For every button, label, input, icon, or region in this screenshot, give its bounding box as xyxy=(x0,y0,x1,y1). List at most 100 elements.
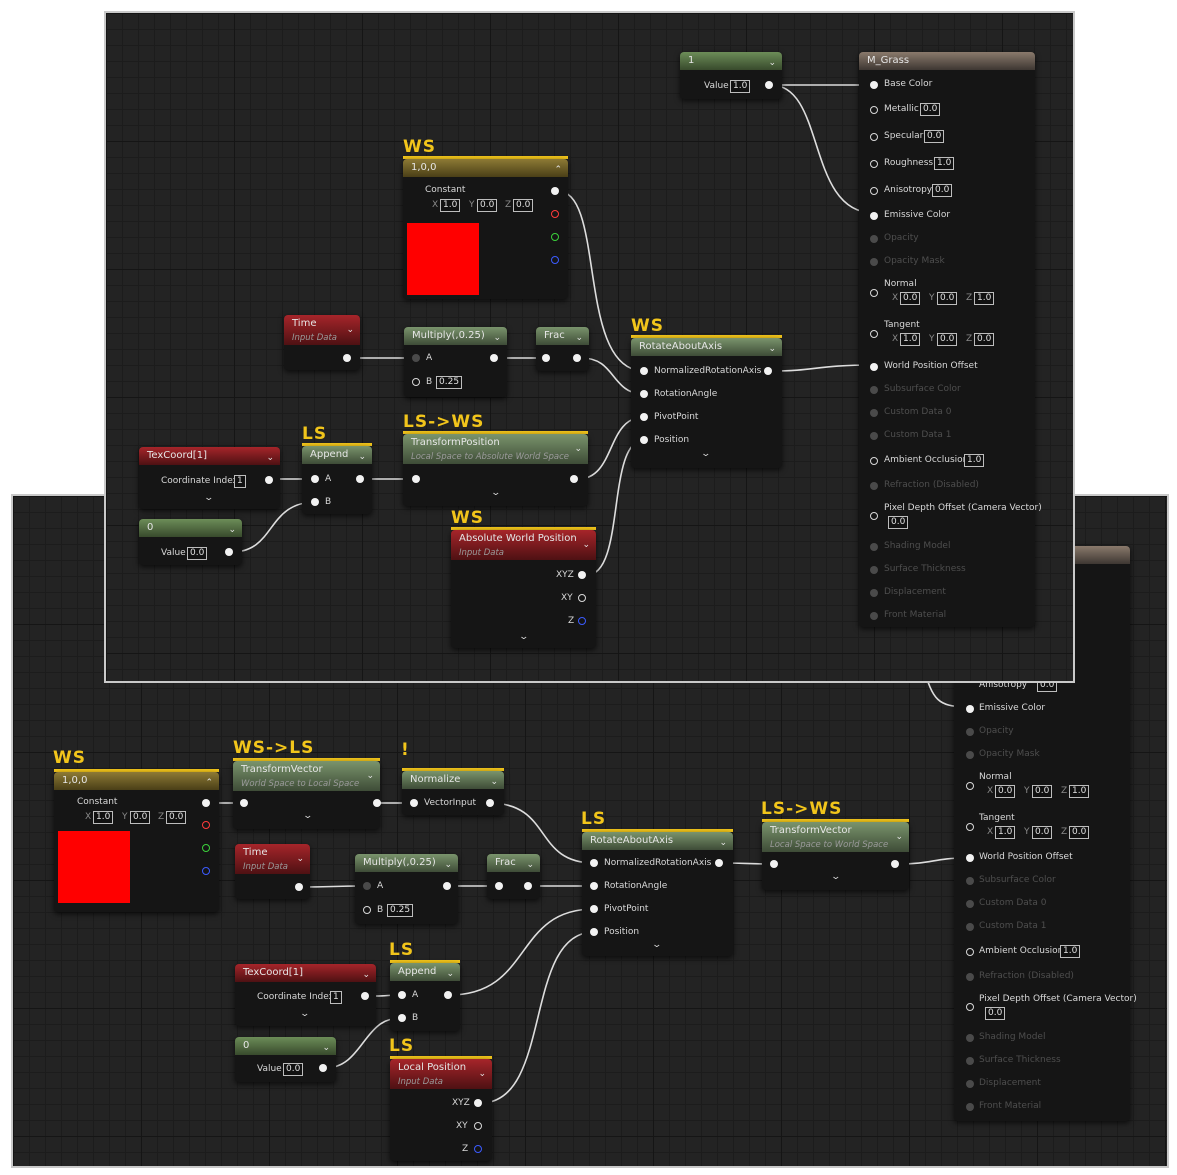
input-pin[interactable] xyxy=(870,212,878,220)
node-header[interactable]: TexCoord[1]⌄ xyxy=(139,447,280,465)
constant-vector-node[interactable]: 1,0,0⌃ Constant X 1.0 Y 0.0 Z 0.0 xyxy=(403,159,568,299)
output-pin[interactable] xyxy=(343,354,351,362)
node-header[interactable]: Append⌄ xyxy=(390,963,460,981)
input-pin[interactable] xyxy=(240,799,248,807)
output-pin-z[interactable] xyxy=(578,617,586,625)
coordinate-index-field[interactable]: 1 xyxy=(330,991,342,1004)
input-pin-b[interactable] xyxy=(311,498,319,506)
input-pin-a[interactable] xyxy=(311,475,319,483)
expand-chevron-icon[interactable]: ⌄ xyxy=(203,493,215,503)
b-value-field[interactable]: 0.25 xyxy=(436,376,463,389)
input-pin[interactable] xyxy=(966,1003,974,1011)
chevron-down-icon[interactable]: ⌄ xyxy=(768,344,776,354)
multiply-node[interactable]: Multiply(,0.25)⌄ A B 0.25 xyxy=(404,327,507,397)
chevron-down-icon[interactable]: ⌄ xyxy=(446,969,454,979)
output-pin[interactable] xyxy=(356,475,364,483)
input-pin[interactable] xyxy=(870,289,878,297)
y-field[interactable]: 0.0 xyxy=(130,811,151,824)
output-pin-xyz[interactable] xyxy=(474,1099,482,1107)
output-pin[interactable] xyxy=(490,354,498,362)
chevron-down-icon[interactable]: ⌄ xyxy=(490,777,498,787)
node-header[interactable]: 1,0,0⌃ xyxy=(403,159,568,177)
output-pin-b[interactable] xyxy=(202,867,210,875)
output-pin[interactable] xyxy=(891,860,899,868)
input-pin[interactable] xyxy=(966,782,974,790)
expand-chevron-icon[interactable]: ⌄ xyxy=(830,872,842,882)
chevron-down-icon[interactable]: ⌄ xyxy=(526,860,534,870)
input-pin-a[interactable] xyxy=(412,354,420,362)
expand-chevron-icon[interactable]: ⌄ xyxy=(700,449,712,459)
output-pin-xy[interactable] xyxy=(474,1122,482,1130)
chevron-down-icon[interactable]: ⌄ xyxy=(582,540,590,550)
z-field[interactable]: 0.0 xyxy=(513,199,534,212)
output-pin[interactable] xyxy=(295,883,303,891)
node-header[interactable]: M_Grass xyxy=(859,52,1035,70)
input-pin[interactable] xyxy=(590,928,598,936)
top-graph-panel[interactable]: 1⌄ Value 1.0 WS 1,0,0⌃ Constant X 1.0 Y … xyxy=(104,11,1075,683)
output-pin[interactable] xyxy=(373,799,381,807)
b-value-field[interactable]: 0.25 xyxy=(387,904,414,917)
chevron-down-icon[interactable]: ⌄ xyxy=(895,832,903,842)
input-pin[interactable] xyxy=(640,390,648,398)
input-pin[interactable] xyxy=(870,133,878,141)
output-pin-r[interactable] xyxy=(551,210,559,218)
output-pin-b[interactable] xyxy=(551,256,559,264)
input-pin-a[interactable] xyxy=(363,882,371,890)
normalize-node[interactable]: Normalize⌄ VectorInput xyxy=(402,771,504,815)
value-field[interactable]: 1.0 xyxy=(730,80,751,93)
chevron-down-icon[interactable]: ⌄ xyxy=(719,838,727,848)
output-pin[interactable] xyxy=(551,187,559,195)
constant-vector-node[interactable]: 1,0,0⌃ Constant X 1.0 Y 0.0 Z 0.0 xyxy=(54,772,219,912)
output-pin-g[interactable] xyxy=(202,844,210,852)
expand-chevron-icon[interactable]: ⌄ xyxy=(651,940,663,950)
node-header[interactable]: 1⌄ xyxy=(680,52,782,70)
input-pin[interactable] xyxy=(412,475,420,483)
node-header[interactable]: 0⌄ xyxy=(139,519,242,537)
output-pin[interactable] xyxy=(764,367,772,375)
node-header[interactable]: RotateAboutAxis⌄ xyxy=(631,338,782,356)
input-pin[interactable] xyxy=(870,81,878,89)
frac-node[interactable]: Frac⌄ xyxy=(536,327,589,371)
chevron-down-icon[interactable]: ⌄ xyxy=(362,970,370,980)
node-header[interactable]: Multiply(,0.25)⌄ xyxy=(404,327,507,345)
input-pin[interactable] xyxy=(770,860,778,868)
y-field[interactable]: 0.0 xyxy=(477,199,498,212)
output-pin[interactable] xyxy=(319,1064,327,1072)
chevron-up-icon[interactable]: ⌃ xyxy=(205,778,213,788)
chevron-down-icon[interactable]: ⌄ xyxy=(575,333,583,343)
node-header[interactable]: RotateAboutAxis⌄ xyxy=(582,832,733,850)
input-pin[interactable] xyxy=(870,160,878,168)
input-pin[interactable] xyxy=(590,905,598,913)
input-pin-a[interactable] xyxy=(398,991,406,999)
chevron-down-icon[interactable]: ⌄ xyxy=(346,325,354,335)
chevron-down-icon[interactable]: ⌄ xyxy=(574,444,582,454)
output-pin-r[interactable] xyxy=(202,821,210,829)
input-pin-b[interactable] xyxy=(363,906,371,914)
scalar-constant-node[interactable]: 0⌄ Value 0.0 xyxy=(139,519,242,565)
input-pin[interactable] xyxy=(410,799,418,807)
input-pin[interactable] xyxy=(966,948,974,956)
input-pin[interactable] xyxy=(870,330,878,338)
input-pin[interactable] xyxy=(542,354,550,362)
node-header[interactable]: Frac⌄ xyxy=(487,854,540,872)
expand-chevron-icon[interactable]: ⌄ xyxy=(302,811,314,821)
output-pin[interactable] xyxy=(573,354,581,362)
output-pin-g[interactable] xyxy=(551,233,559,241)
chevron-down-icon[interactable]: ⌄ xyxy=(493,333,501,343)
x-field[interactable]: 1.0 xyxy=(440,199,461,212)
input-pin[interactable] xyxy=(870,512,878,520)
input-pin[interactable] xyxy=(870,457,878,465)
chevron-down-icon[interactable]: ⌄ xyxy=(358,452,366,462)
input-pin[interactable] xyxy=(640,436,648,444)
chevron-down-icon[interactable]: ⌄ xyxy=(322,1043,330,1053)
node-header[interactable]: 0⌄ xyxy=(235,1037,336,1055)
